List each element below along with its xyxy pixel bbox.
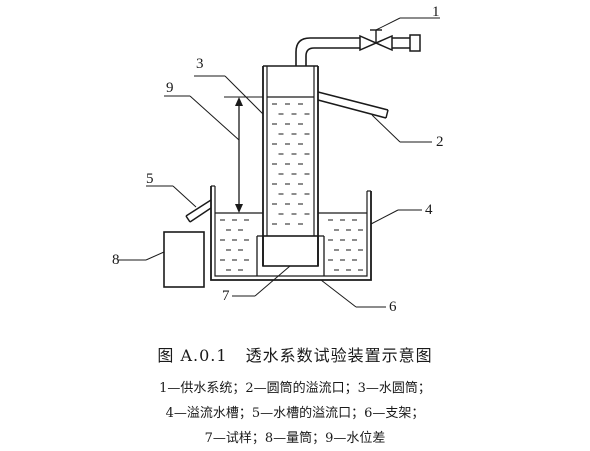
label-2: 2	[436, 134, 444, 150]
water-hatching	[220, 103, 363, 271]
label-3: 3	[196, 56, 204, 72]
label-4: 4	[425, 202, 433, 218]
figure-title: 透水系数试验装置示意图	[245, 346, 433, 365]
apparatus-diagram: 1 2 3 4 5 6 7 8 9	[112, 4, 444, 315]
label-6: 6	[389, 299, 397, 315]
legend-line-2: 4—溢流水槽；5—水槽的溢流口；6—支架；	[165, 406, 425, 421]
caption-title-line: 图 A.0.1 透水系数试验装置示意图	[0, 342, 590, 366]
label-7: 7	[222, 288, 230, 304]
label-5: 5	[146, 171, 154, 187]
measuring-cylinder	[163, 231, 205, 288]
valve-icon	[359, 34, 393, 52]
figure-number: 图 A.0.1	[157, 346, 228, 365]
water-supply-system	[295, 29, 421, 66]
support-frame	[256, 235, 325, 276]
label-8: 8	[112, 252, 120, 268]
leader-lines	[118, 17, 440, 308]
label-9: 9	[166, 80, 174, 96]
water-level-difference	[224, 96, 263, 214]
cylinder-overflow-outlet	[317, 91, 389, 119]
legend-line-1: 1—供水系统；2—圆筒的溢流口；3—水圆筒；	[159, 381, 431, 396]
tank-overflow-outlet	[185, 199, 212, 223]
water-cylinder	[262, 65, 319, 266]
figure-caption: 图 A.0.1 透水系数试验装置示意图 1—供水系统；2—圆筒的溢流口；3—水圆筒…	[0, 342, 590, 451]
label-1: 1	[432, 4, 440, 20]
sample	[262, 235, 319, 267]
legend-line-3: 7—试样；8—量筒；9—水位差	[204, 431, 386, 446]
